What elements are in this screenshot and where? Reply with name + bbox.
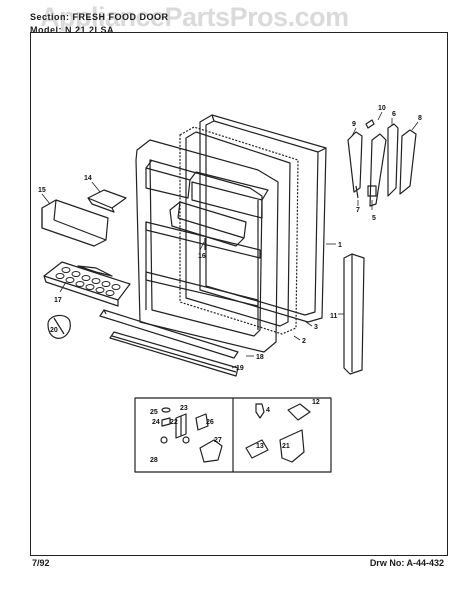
revision-date: 7/92 [32,558,50,568]
model-label: Model: N 21 2LSA [30,25,115,35]
callout-25: 25 [150,409,158,416]
callout-23: 23 [180,405,188,412]
section-label: Section: FRESH FOOD DOOR [30,12,169,22]
callout-6: 6 [392,111,396,118]
egg-tray [43,261,131,307]
callout-11: 11 [330,313,338,320]
hinge-assembly [347,119,417,207]
callout-21: 21 [282,443,290,450]
callout-2: 2 [302,338,306,345]
door-handle [343,253,365,375]
callout-7: 7 [356,207,360,214]
diagram-header: Section: FRESH FOOD DOOR Model: N 21 2LS… [30,8,450,40]
callout-1: 1 [338,242,342,249]
watermark-text: AppliancePartsPros.com [40,2,349,32]
callout-26: 26 [206,419,214,426]
callout-19: 19 [236,365,244,372]
diagram-footer: 7/92 Drw No: A-44-432 [30,555,448,573]
callout-27: 27 [214,437,222,444]
door-gasket [179,126,299,335]
callout-12: 12 [312,399,320,406]
diagram-frame [30,32,448,556]
callout-5: 5 [372,215,376,222]
callout-28: 28 [150,457,158,464]
callout-8: 8 [418,115,422,122]
callout-18: 18 [256,354,264,361]
callout-10: 10 [378,105,386,112]
callout-24: 24 [152,419,160,426]
callout-15: 15 [38,187,46,194]
callout-14: 14 [84,175,92,182]
door-outer-panel [199,114,327,323]
callout-16: 16 [198,253,206,260]
trim-strip-lower [109,331,239,377]
dairy-bin [41,199,109,247]
door-liner [135,139,279,353]
callout-20: 20 [50,327,58,334]
callout-4: 4 [266,407,270,414]
callout-17: 17 [54,297,62,304]
trim-strip-upper [99,309,239,359]
end-cap [47,314,71,339]
shelf-cover [87,189,127,213]
callout-3: 3 [314,324,318,331]
door-bin [169,201,247,250]
hardware-inset-box [134,397,332,473]
callout-13: 13 [256,443,264,450]
callout-9: 9 [352,121,356,128]
callout-22: 22 [170,419,178,426]
drawing-number: Drw No: A-44-432 [369,558,444,568]
callout-leaders [41,111,419,369]
